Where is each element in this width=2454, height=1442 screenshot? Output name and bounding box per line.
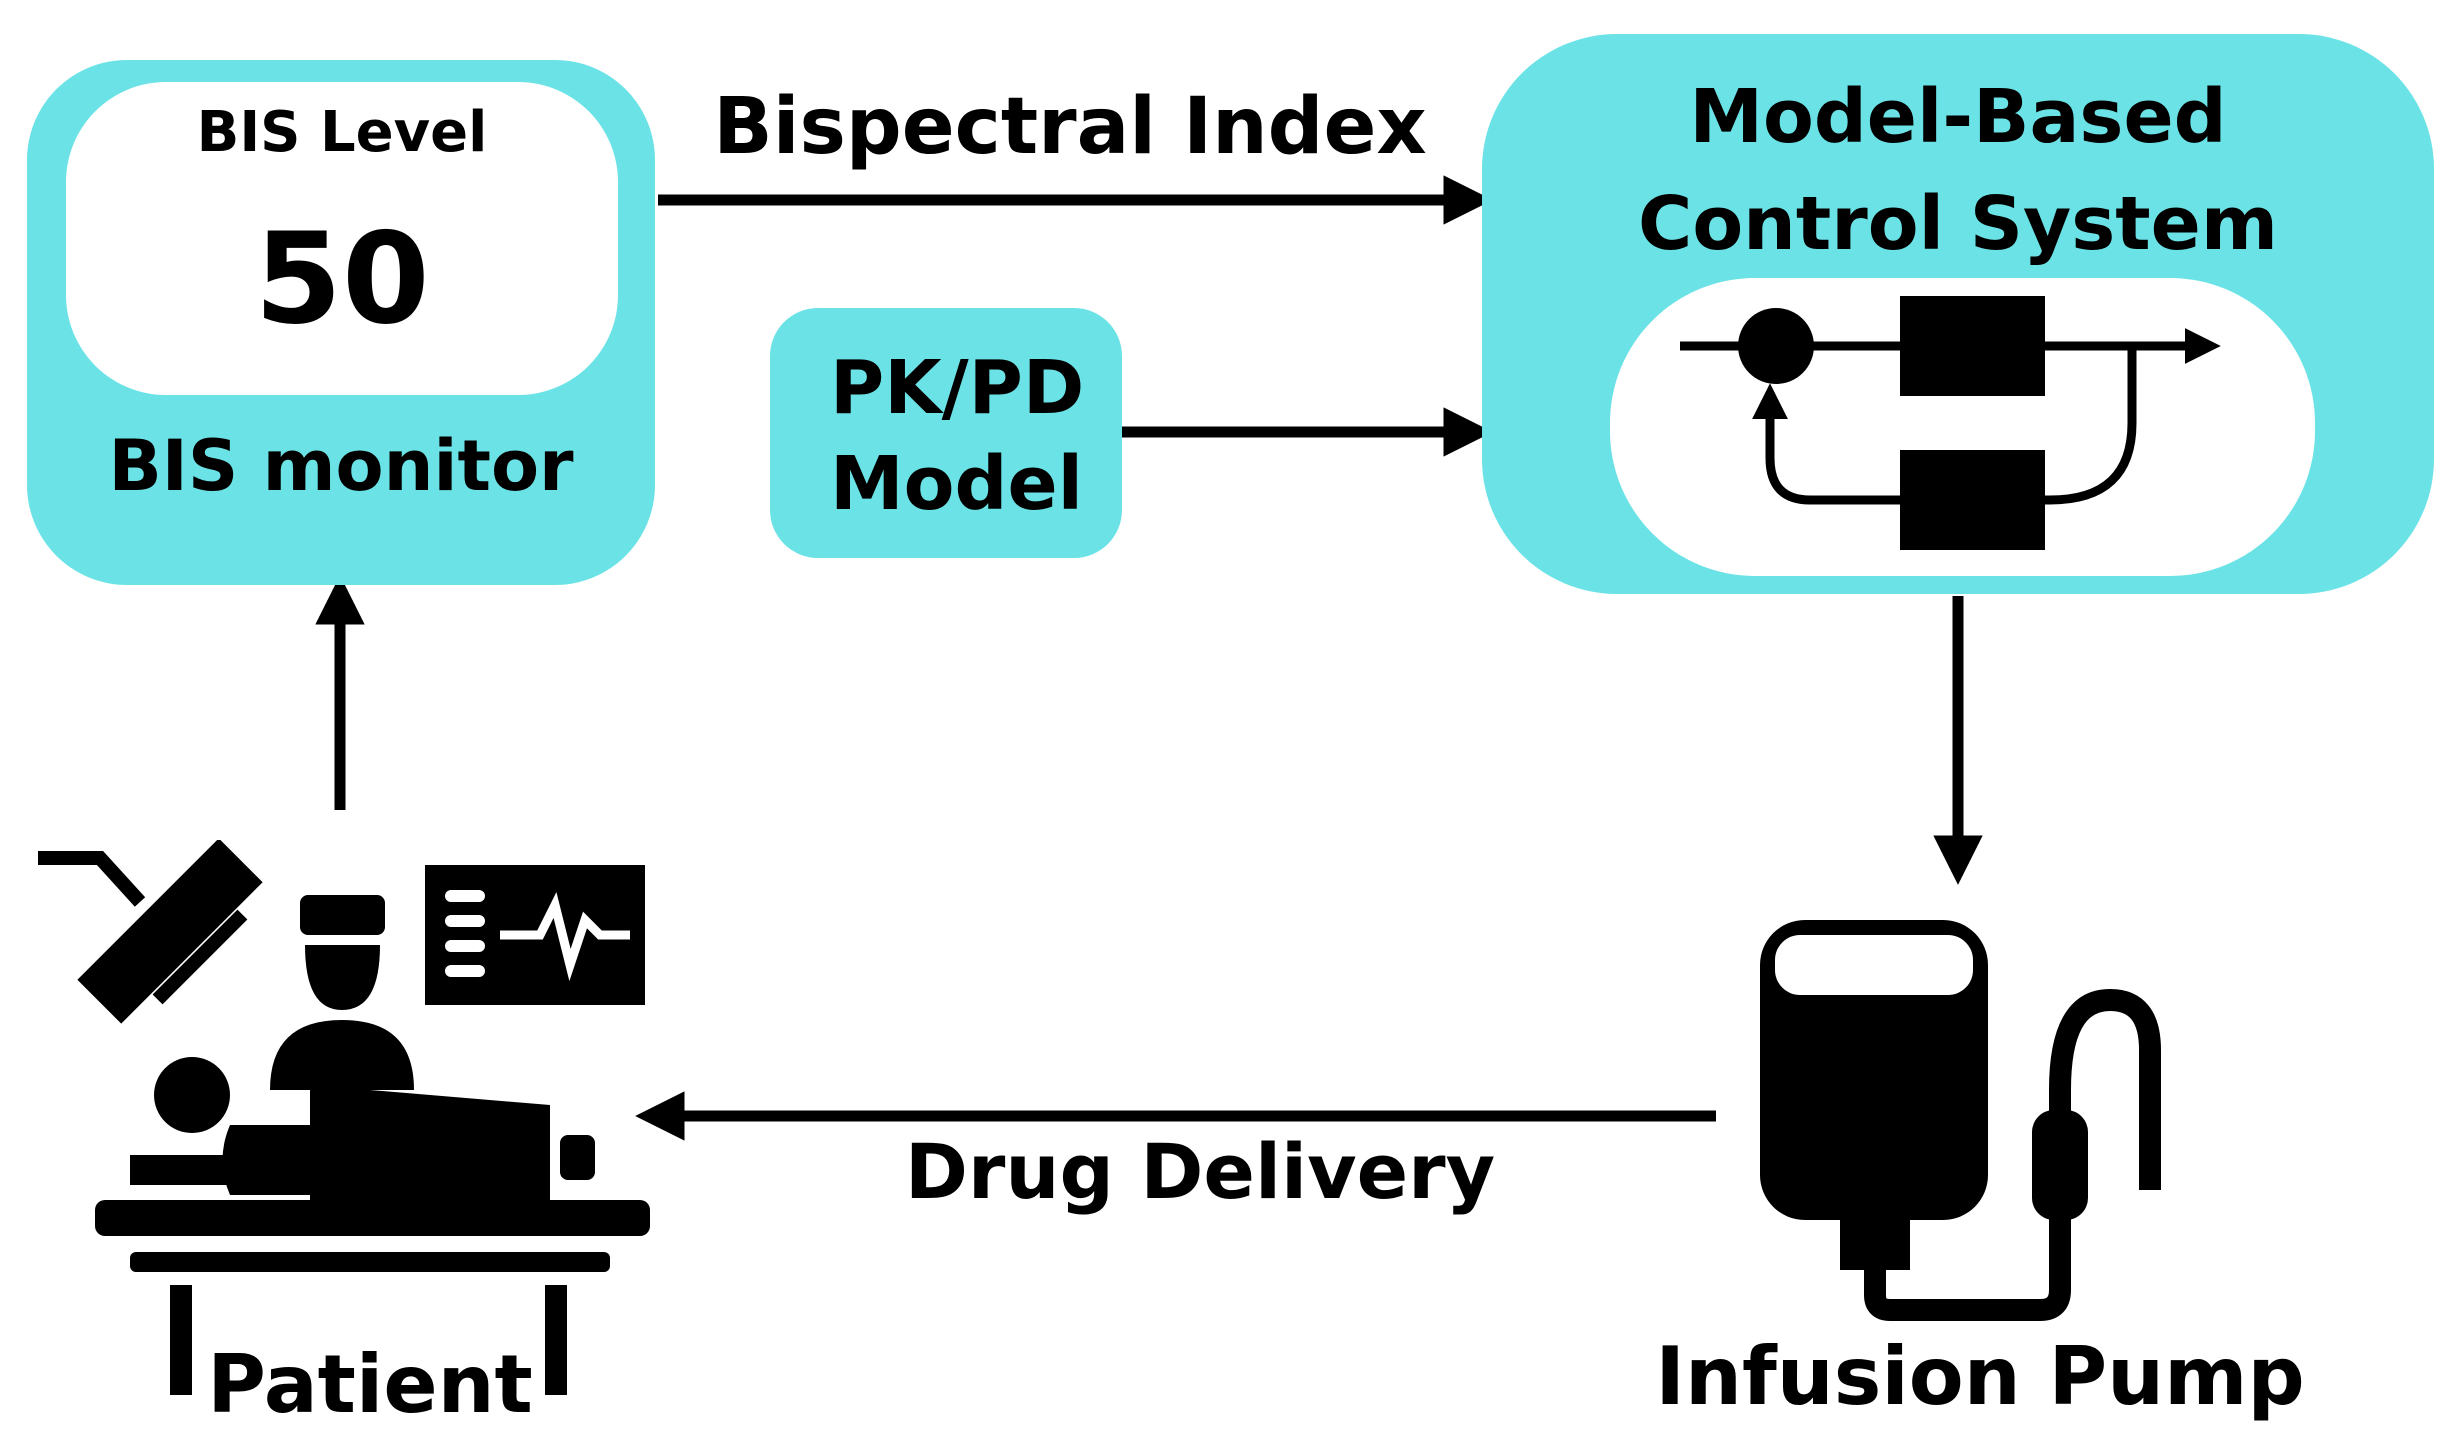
bis-level-label: BIS Level	[196, 100, 488, 165]
drug-delivery-label: Drug Delivery	[904, 1127, 1496, 1216]
infusion-pump-label: Infusion Pump	[1655, 1330, 2305, 1423]
bis-level-value: 50	[254, 205, 430, 352]
bis-monitor-label: BIS monitor	[108, 425, 574, 507]
pkpd-model-box	[770, 308, 1122, 558]
iv-bag-icon	[1760, 920, 2161, 1321]
control-system-panel	[1610, 278, 2315, 576]
pkpd-model-label: PK/PD Model	[830, 345, 1085, 528]
bis-display	[66, 82, 618, 395]
bispectral-index-label: Bispectral Index	[713, 82, 1427, 172]
feedback-loop-icon	[1680, 296, 2221, 550]
control-system-title: Model-Based Control System	[1638, 74, 2278, 268]
patient-label: Patient	[207, 1338, 533, 1431]
patient-surgery-icon	[38, 840, 650, 1395]
